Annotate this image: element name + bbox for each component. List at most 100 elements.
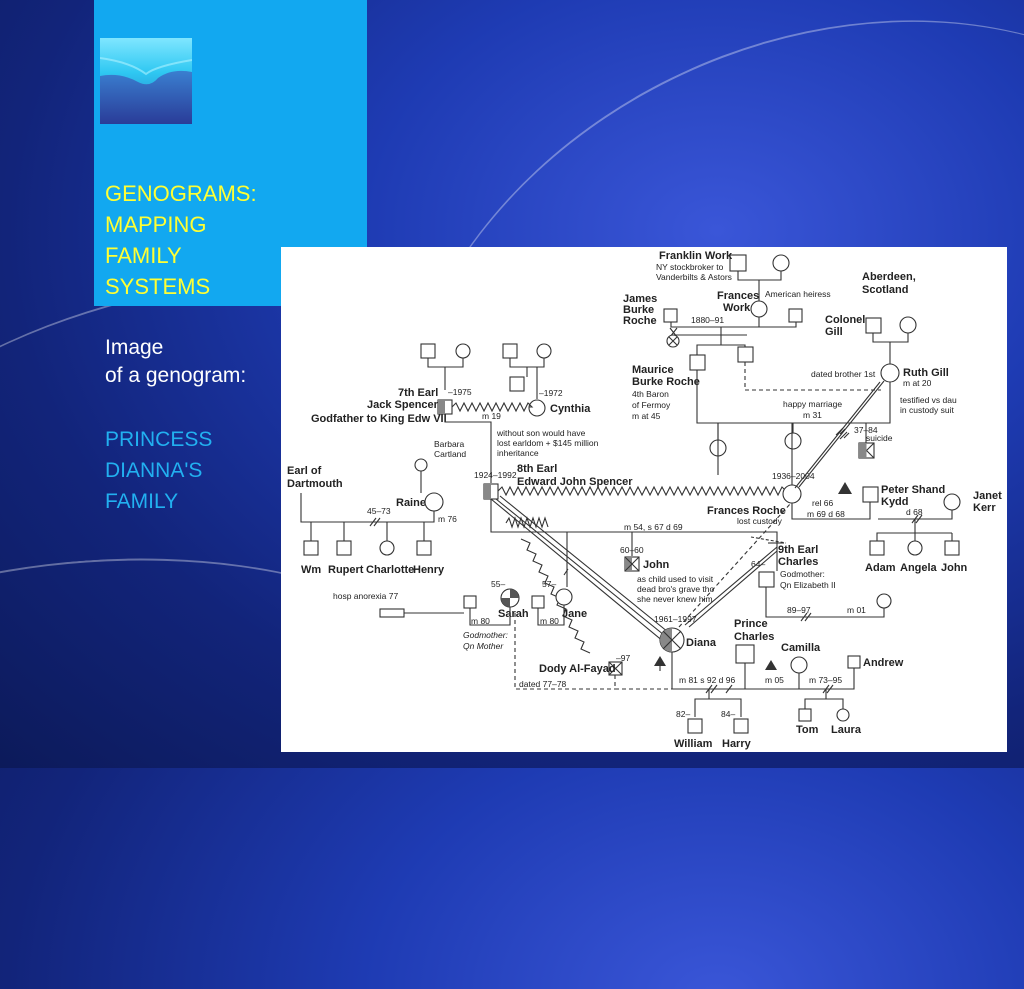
note-child-3: she never knew him	[637, 594, 713, 604]
label-jack-1: 7th Earl	[398, 387, 438, 399]
family-heading: PRINCESS DIANNA'S FAMILY	[105, 424, 212, 517]
raine-symbol	[424, 492, 444, 512]
note-godmother-1: Godmother:	[780, 569, 825, 579]
note-hosp-anorexia: hosp anorexia 77	[333, 591, 398, 601]
label-diana: Diana	[686, 637, 717, 649]
label-aberdeen-1: Aberdeen,	[862, 271, 916, 283]
label-prince-2: Charles	[734, 631, 774, 643]
note-franklin-2: Vanderbilts & Astors	[656, 272, 732, 282]
label-raine: Raine	[396, 497, 426, 509]
ruth-gill-symbol	[880, 363, 900, 383]
henry-symbol	[416, 540, 432, 556]
label-jane: Jane	[562, 608, 587, 620]
label-jack-2: Jack Spencer	[367, 399, 439, 411]
label-john-spencer: John	[643, 559, 670, 571]
label-camilla: Camilla	[781, 642, 821, 654]
frances-work-husband2-symbol	[788, 308, 803, 323]
family-line: DIANNA'S	[105, 459, 203, 482]
label-laura: Laura	[831, 724, 862, 736]
note-happy-m31: m 31	[803, 410, 822, 420]
harry-symbol	[733, 718, 749, 734]
note-earl8-dates: 1924–1992	[474, 470, 517, 480]
note-child-1: as child used to visit	[637, 574, 714, 584]
label-colonel-2: Gill	[825, 326, 843, 338]
cynthia-sibling-symbol	[509, 376, 525, 392]
william-symbol	[687, 718, 703, 734]
label-prince-1: Prince	[734, 618, 768, 630]
note-godmother-2: Qn Elizabeth II	[780, 580, 836, 590]
colonel-gill-symbol	[865, 317, 882, 334]
family-line: FAMILY	[105, 490, 179, 513]
note-cynthia-dates: –1972	[539, 388, 563, 398]
label-janet-1: Janet	[973, 490, 1002, 502]
slide-logo-icon	[100, 38, 192, 124]
laura-symbol	[836, 708, 850, 722]
note-jane-years: 57–	[542, 579, 556, 589]
roche-child2-symbol	[784, 432, 802, 450]
rupert-symbol	[336, 540, 352, 556]
note-barbara-1: Barbara	[434, 439, 465, 449]
note-suicide: suicide	[866, 433, 893, 443]
note-john-years: 60–60	[620, 545, 644, 555]
title-line: FAMILY	[105, 243, 182, 268]
anorexia-bar-symbol	[379, 608, 405, 618]
note-harry-years: 84–	[721, 709, 735, 719]
label-rupert: Rupert	[328, 564, 364, 576]
janet-kerr-symbol	[943, 493, 961, 511]
pregnancy-triangle-icon	[654, 656, 666, 666]
note-ruth-m: m at 20	[903, 378, 932, 388]
jane-husband-symbol	[531, 595, 545, 609]
note-testified-2: in custody suit	[900, 405, 954, 415]
label-maurice-4: of Fermoy	[632, 400, 671, 410]
note-child-2: dead bro's grave tho	[637, 584, 715, 594]
note-dated7778: dated 77–78	[519, 679, 567, 689]
note-m05: m 05	[765, 675, 784, 685]
note-william-years: 82–	[676, 709, 690, 719]
label-dartmouth-1: Earl of	[287, 465, 322, 477]
note-dody-years: –97	[616, 653, 630, 663]
note-m7395: m 73–95	[809, 675, 842, 685]
pregnancy-triangle-icon	[765, 660, 777, 670]
spencer-grandfather-symbol	[420, 343, 436, 359]
maurice-roche-symbol	[689, 354, 706, 371]
label-janet-2: Kerr	[973, 502, 996, 514]
note-lost-custody: lost custody	[737, 516, 783, 526]
label-jack-3: Godfather to King Edw VII	[311, 413, 447, 425]
note-m69: m 69 d 68	[807, 509, 845, 519]
note-without-3: inheritance	[497, 448, 539, 458]
label-adam: Adam	[865, 562, 896, 574]
label-earl8-2: Edward John Spencer	[517, 476, 633, 488]
label-maurice-5: m at 45	[632, 411, 661, 421]
james-roche-symbol	[663, 308, 678, 323]
label-john-kydd: John	[941, 562, 968, 574]
title-line: MAPPING	[105, 212, 207, 237]
peter-shand-kydd-symbol	[862, 486, 879, 503]
maurice-brother-symbol	[737, 346, 754, 363]
label-james-1: James	[623, 293, 657, 305]
note-jack-m19: m 19	[482, 411, 501, 421]
label-henry: Henry	[413, 564, 445, 576]
charles-spencer-symbol	[758, 571, 775, 588]
franklin-work-symbol	[729, 254, 747, 272]
cynthia-mother-symbol	[536, 343, 552, 359]
jane-symbol	[555, 588, 573, 606]
note-charles9-years: 64–	[751, 559, 765, 569]
label-franklin-work: Franklin Work	[659, 250, 733, 262]
note-american-heiress: American heiress	[765, 289, 831, 299]
cynthia-symbol	[528, 399, 546, 417]
label-maurice-3: 4th Baron	[632, 389, 669, 399]
label-colonel-1: Colonel	[825, 314, 865, 326]
note-rel66: rel 66	[812, 498, 834, 508]
cynthia-father-symbol	[502, 343, 518, 359]
label-dody: Dody Al-Fayad	[539, 663, 616, 675]
note-m81: m 81 s 92 d 96	[679, 675, 736, 685]
note-barbara-2: Cartland	[434, 449, 466, 459]
colonel-gill-wife-symbol	[899, 316, 917, 334]
john-kydd-symbol	[944, 540, 960, 556]
barbara-cartland-symbol	[414, 458, 428, 472]
andrew-symbol	[847, 655, 861, 669]
label-angela: Angela	[900, 562, 938, 574]
label-frances-work-1: Frances	[717, 290, 759, 302]
note-fw-dates: 1880–91	[691, 315, 724, 325]
note-sarah-m80: m 80	[471, 616, 490, 626]
